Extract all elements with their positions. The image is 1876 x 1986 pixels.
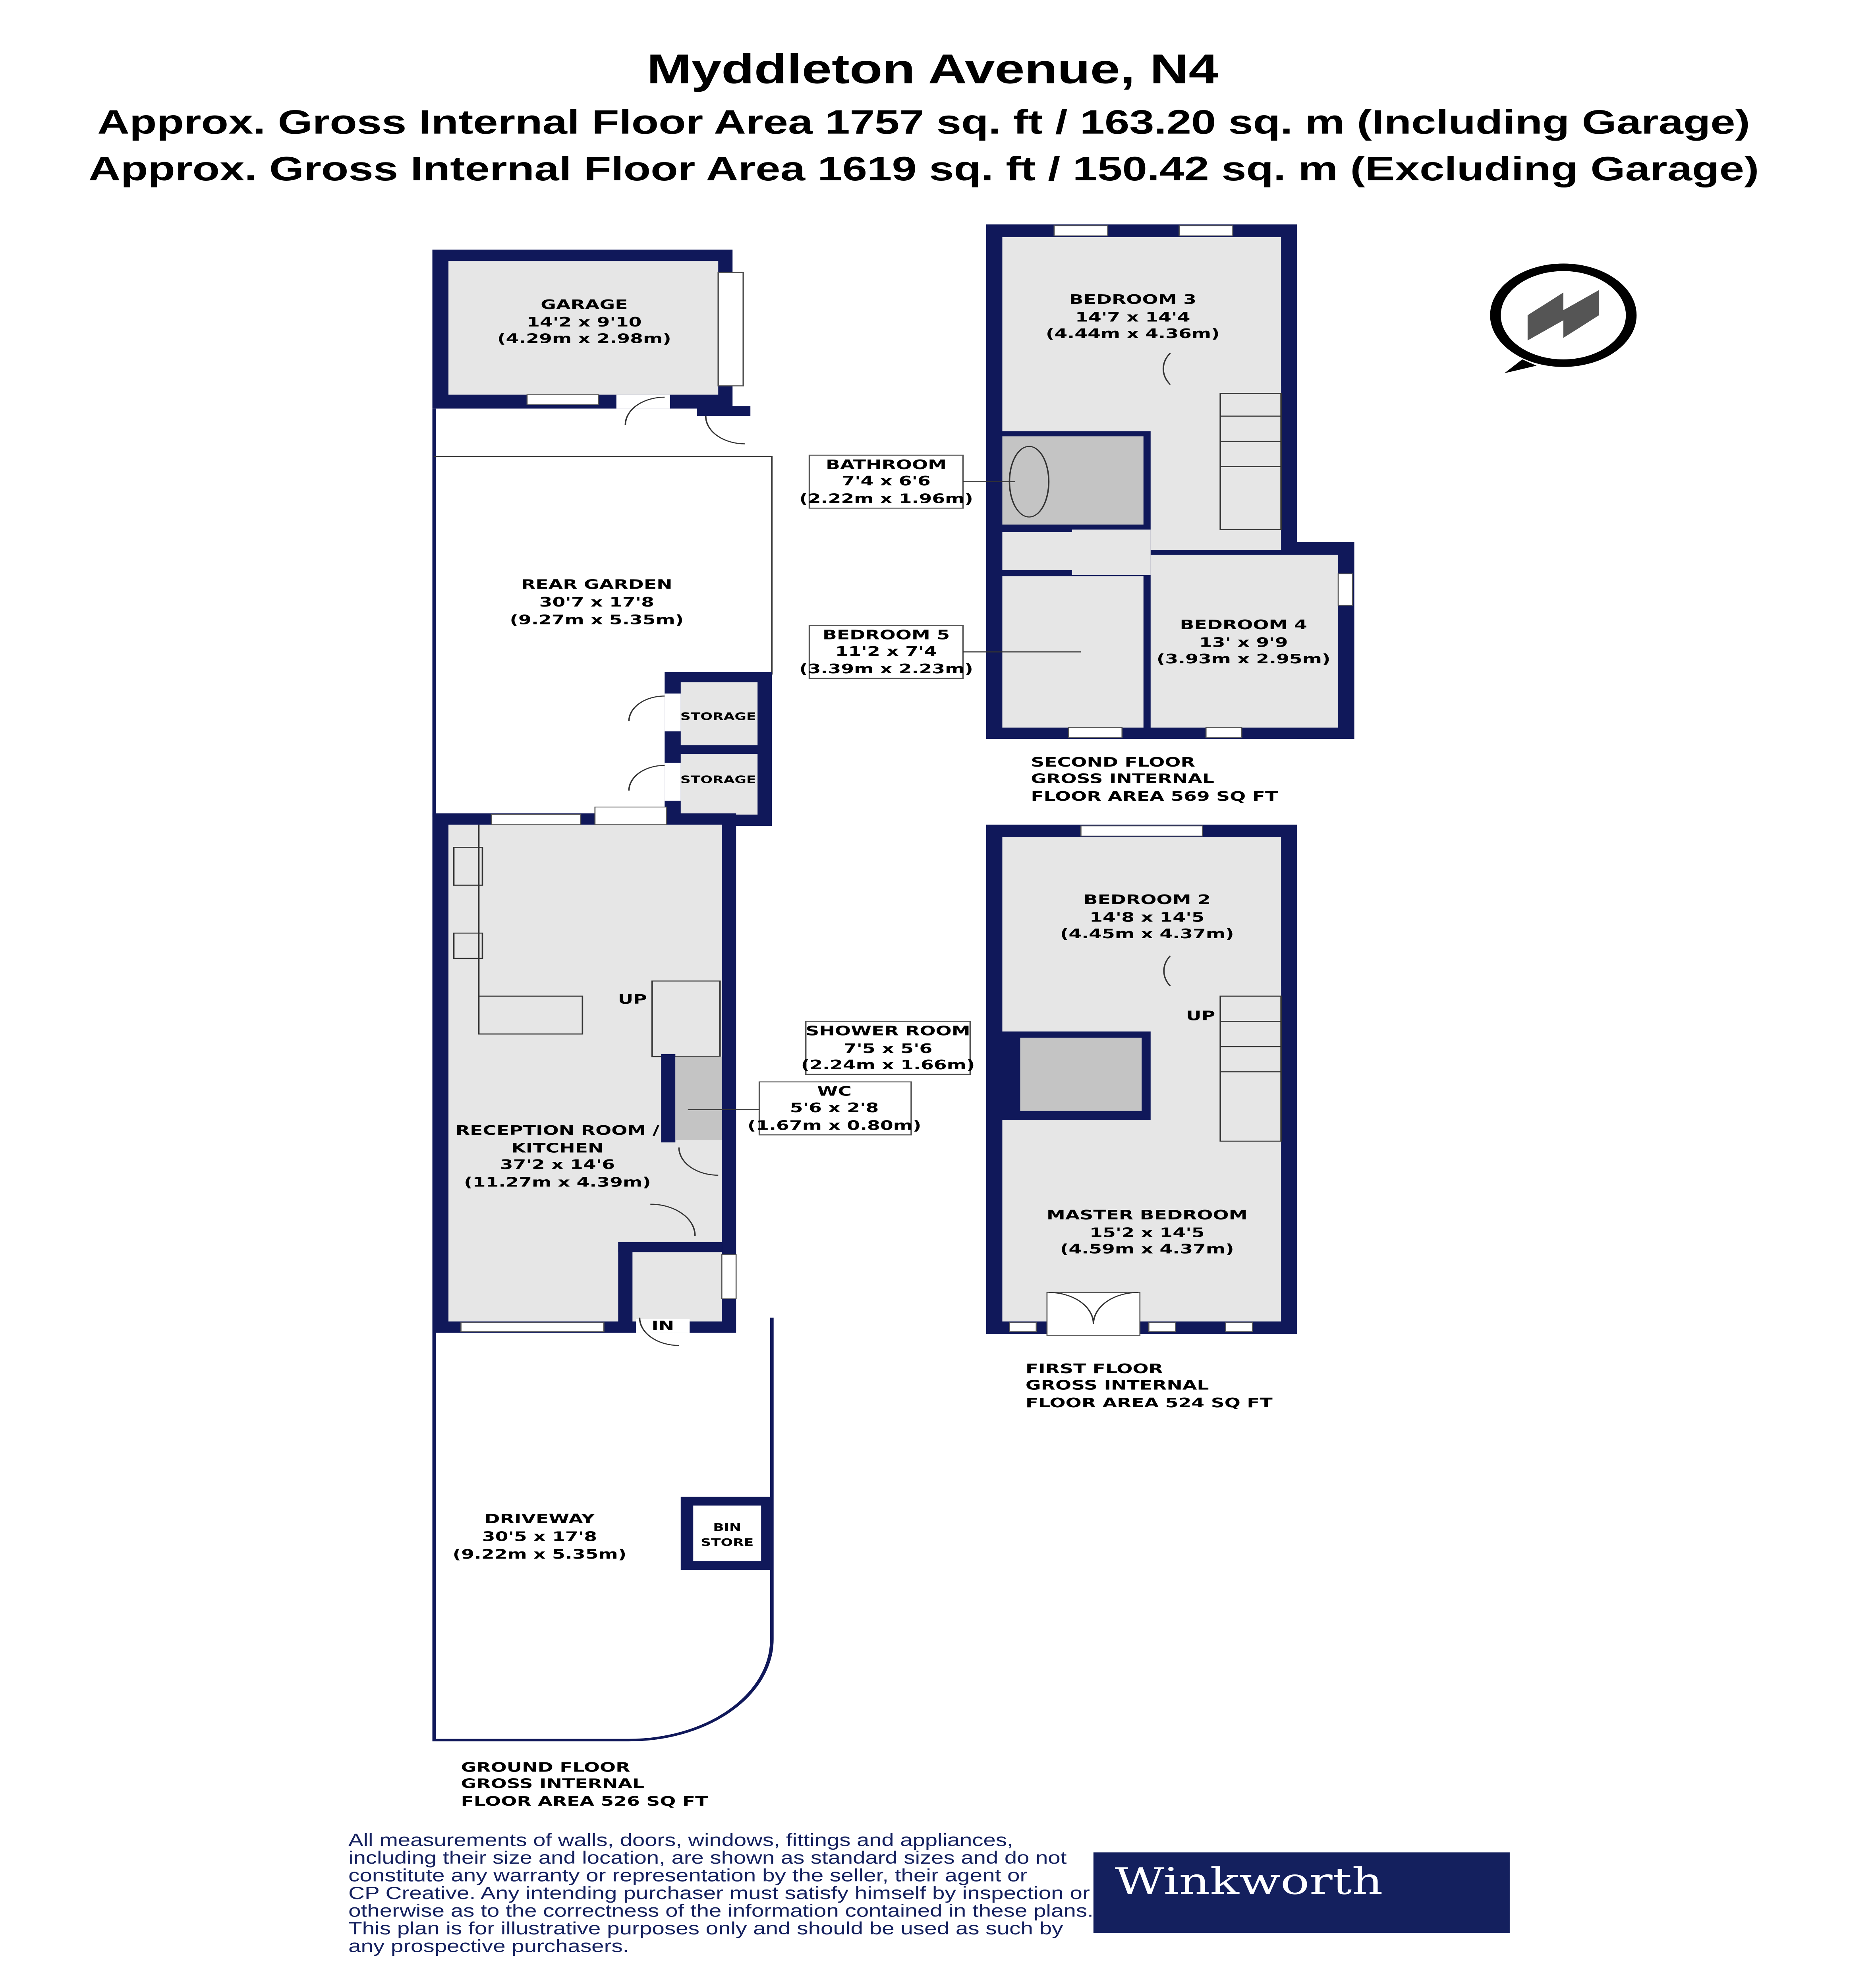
second-floor-plan: BEDROOM 3 14'7 x 14'4 (4.44m x 4.36m) BE…: [799, 224, 1354, 804]
bedroom-2-dimensions: 14'8 x 14'5: [1090, 910, 1204, 925]
ground-floor-label: GROUND FLOOR: [461, 1759, 630, 1775]
rear-garden-label: REAR GARDEN: [521, 577, 672, 592]
master-bedroom-dimensions-metric: (4.59m x 4.37m): [1060, 1241, 1234, 1257]
ground-floor-plan: STORAGE STORAGE GARAGE 14'2 x 9'10 (4.29…: [432, 249, 922, 1809]
svg-text:including their size and locat: including their size and location, are s…: [348, 1848, 1066, 1868]
driveway-dimensions-metric: (9.22m x 5.35m): [453, 1546, 627, 1562]
shower-room-dimensions: 7'5 x 5'6: [844, 1041, 933, 1056]
bin-store-label: BIN: [713, 1522, 741, 1533]
reception-dimensions-metric: (11.27m x 4.39m): [464, 1174, 651, 1190]
bedroom-4-label: BEDROOM 4: [1180, 617, 1307, 632]
north-arrow-icon: [1490, 263, 1637, 373]
first-floor-label: FIRST FLOOR: [1026, 1361, 1163, 1376]
bathroom-dimensions: 7'4 x 6'6: [842, 473, 931, 489]
ground-floor-area: FLOOR AREA 526 SQ FT: [461, 1793, 708, 1809]
storage-label: STORAGE: [680, 774, 756, 786]
bedroom-5-dimensions: 11'2 x 7'4: [835, 643, 937, 659]
garage-label: GARAGE: [541, 297, 628, 312]
area-excluding-garage: Approx. Gross Internal Floor Area 1619 s…: [89, 150, 1759, 187]
bin-store-label-2: STORE: [701, 1537, 753, 1548]
bedroom-5-dimensions-metric: (3.39m x 2.23m): [799, 661, 973, 676]
svg-text:any prospective purchasers.: any prospective purchasers.: [348, 1936, 629, 1956]
svg-text:CP Creative. Any intending pur: CP Creative. Any intending purchaser mus…: [348, 1883, 1090, 1903]
master-bedroom-dimensions: 15'2 x 14'5: [1090, 1225, 1204, 1240]
ground-floor-label-2: GROSS INTERNAL: [461, 1776, 645, 1791]
disclaimer: All measurements of walls, doors, window…: [348, 1830, 1094, 1956]
wc-dimensions-metric: (1.67m x 0.80m): [748, 1117, 922, 1133]
rear-garden-dimensions: 30'7 x 17'8: [539, 594, 654, 610]
bedroom-3-dimensions-metric: (4.44m x 4.36m): [1046, 326, 1220, 341]
svg-text:All measurements of walls, doo: All measurements of walls, doors, window…: [348, 1830, 1013, 1850]
bathroom-dimensions-metric: (2.22m x 1.96m): [799, 491, 973, 506]
svg-text:Winkworth: Winkworth: [1115, 1860, 1383, 1903]
garage-dimensions-metric: (4.29m x 2.98m): [497, 331, 671, 346]
bedroom-3-dimensions: 14'7 x 14'4: [1075, 309, 1190, 325]
reception-dimensions: 37'2 x 14'6: [500, 1157, 615, 1172]
svg-text:otherwise as to the correctnes: otherwise as to the correctness of the i…: [348, 1901, 1094, 1920]
stairs-up-label: UP: [1186, 1008, 1215, 1023]
bedroom-4-dimensions: 13' x 9'9: [1199, 635, 1288, 650]
driveway-label: DRIVEWAY: [484, 1511, 595, 1526]
bedroom-2-label: BEDROOM 2: [1084, 892, 1211, 907]
stairs-up-label: UP: [618, 991, 647, 1007]
first-floor-label-2: GROSS INTERNAL: [1026, 1377, 1209, 1393]
master-bedroom-label: MASTER BEDROOM: [1047, 1207, 1248, 1223]
page-title: Myddleton Avenue, N4: [647, 46, 1218, 93]
svg-text:constitute any warranty or rep: constitute any warranty or representatio…: [348, 1866, 1027, 1886]
entrance-label: IN: [651, 1318, 674, 1333]
wc-dimensions: 5'6 x 2'8: [790, 1100, 879, 1115]
rear-garden-dimensions-metric: (9.27m x 5.35m): [510, 612, 684, 627]
svg-text:This plan is for illustrative: This plan is for illustrative purposes o…: [348, 1918, 1063, 1938]
bedroom-3-label: BEDROOM 3: [1069, 292, 1196, 307]
reception-label: RECEPTION ROOM /: [456, 1122, 659, 1138]
bathroom-label: BATHROOM: [826, 457, 947, 472]
bedroom-5-label: BEDROOM 5: [823, 627, 950, 643]
shower-room-dimensions-metric: (2.24m x 1.66m): [801, 1057, 975, 1072]
reception-label-2: KITCHEN: [511, 1140, 603, 1156]
shower-room-label: SHOWER ROOM: [806, 1023, 970, 1038]
first-floor-plan: UP BEDROOM 2 14'8 x 14'5 (4.45m x 4.37m)…: [801, 825, 1297, 1410]
driveway-dimensions: 30'5 x 17'8: [482, 1528, 597, 1544]
winkworth-logo: Winkworth: [1093, 1852, 1510, 1933]
second-floor-area: FLOOR AREA 569 SQ FT: [1031, 788, 1278, 804]
storage-label: STORAGE: [680, 711, 756, 723]
bedroom-2-dimensions-metric: (4.45m x 4.37m): [1060, 926, 1234, 941]
bedroom-4-dimensions-metric: (3.93m x 2.95m): [1157, 651, 1331, 667]
area-including-garage: Approx. Gross Internal Floor Area 1757 s…: [97, 103, 1750, 141]
wc-label: WC: [817, 1084, 852, 1099]
garage-dimensions: 14'2 x 9'10: [527, 314, 641, 330]
first-floor-area: FLOOR AREA 524 SQ FT: [1026, 1395, 1273, 1410]
second-floor-label: SECOND FLOOR: [1031, 754, 1195, 770]
second-floor-label-2: GROSS INTERNAL: [1031, 771, 1214, 786]
